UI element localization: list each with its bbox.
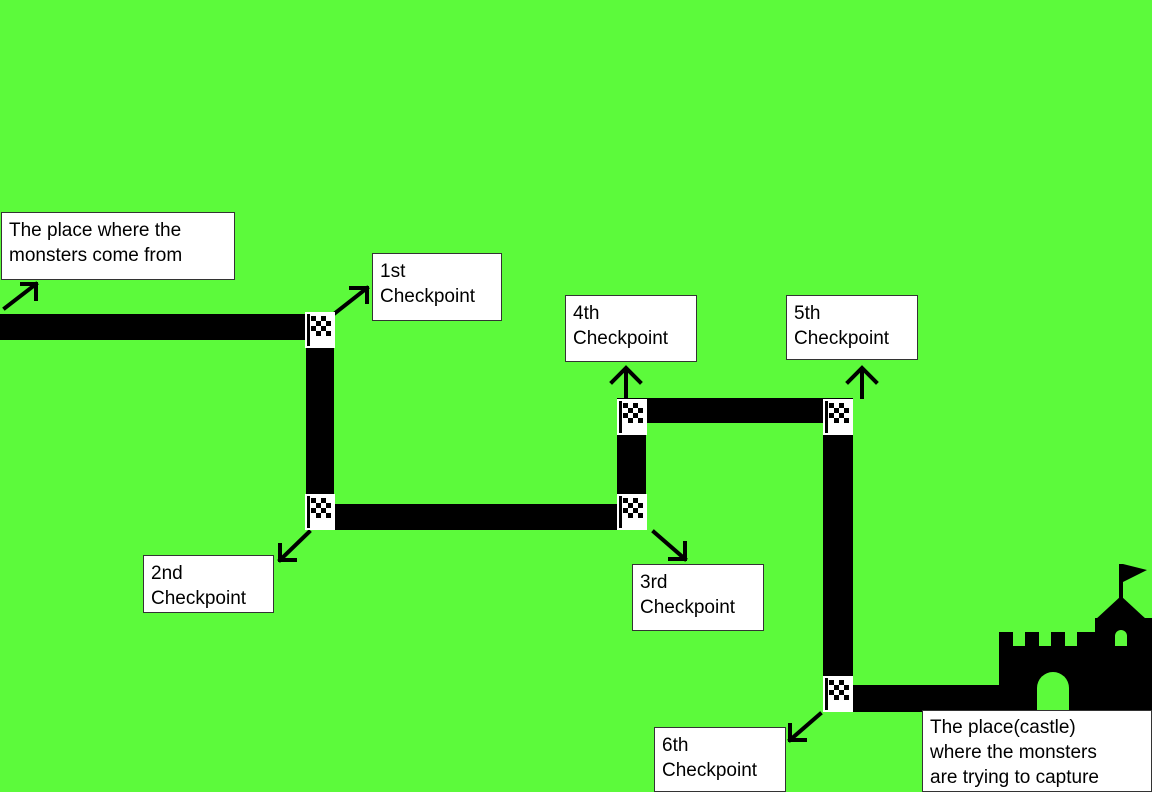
- path-segment: [823, 398, 853, 712]
- arrow-icon: [787, 711, 823, 743]
- checkered-flag-icon: [617, 494, 647, 530]
- arrow-icon: [331, 285, 370, 317]
- castle-icon: [999, 564, 1152, 712]
- checkered-flag-icon: [305, 494, 335, 530]
- checkpoint-4-label: 4th Checkpoint: [565, 295, 697, 362]
- path-segment: [617, 398, 853, 423]
- checkered-flag-icon: [617, 399, 647, 435]
- path-segment: [823, 685, 1023, 712]
- checkpoint-2-label: 2nd Checkpoint: [143, 555, 274, 613]
- arrow-icon: [2, 281, 39, 311]
- arrow-icon: [845, 365, 879, 399]
- path-segment: [0, 314, 334, 340]
- checkpoint-5-label: 5th Checkpoint: [786, 295, 918, 360]
- path-segment: [306, 504, 646, 530]
- castle-label: The place(castle) where the monsters are…: [922, 710, 1152, 792]
- checkpoint-1-label: 1st Checkpoint: [372, 253, 502, 321]
- checkered-flag-icon: [305, 312, 335, 348]
- arrow-icon: [277, 529, 312, 563]
- checkered-flag-icon: [823, 399, 853, 435]
- arrow-icon: [651, 529, 688, 562]
- checkpoint-3-label: 3rd Checkpoint: [632, 564, 764, 631]
- arrow-icon: [609, 365, 643, 399]
- checkered-flag-icon: [823, 676, 853, 712]
- spawn-label: The place where the monsters come from: [1, 212, 235, 280]
- checkpoint-6-label: 6th Checkpoint: [654, 727, 786, 792]
